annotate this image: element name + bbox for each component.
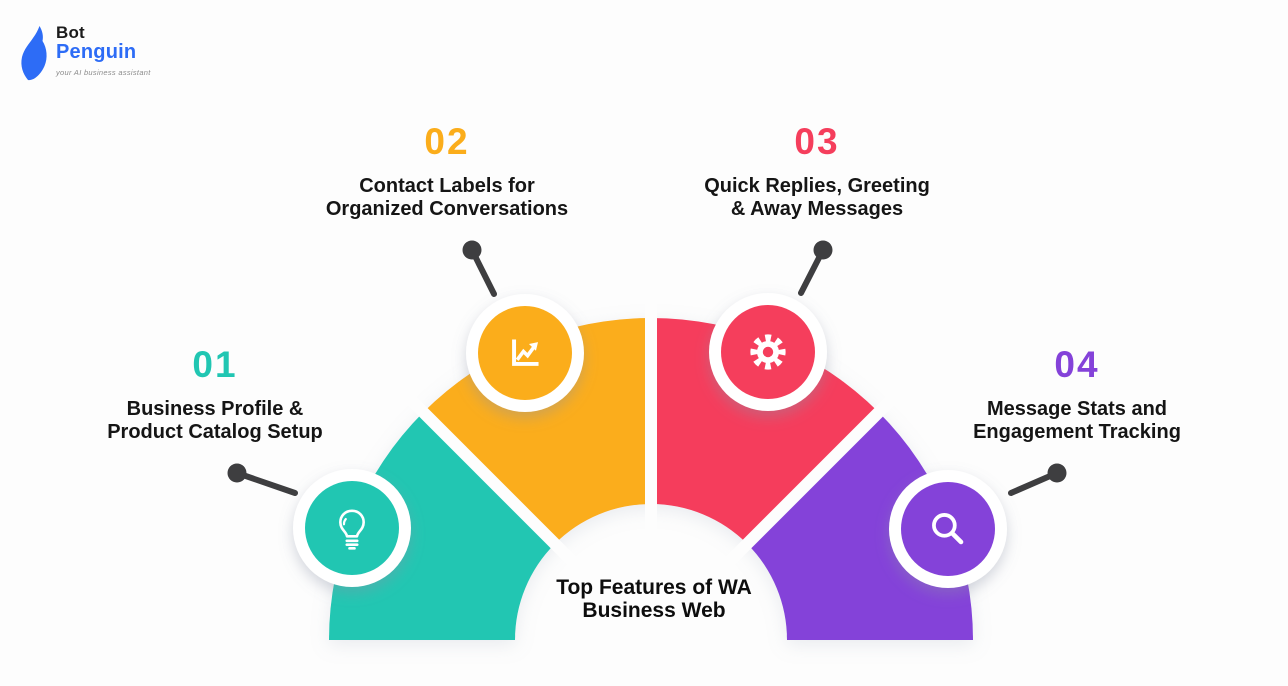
connectors-group (227, 240, 1067, 496)
logo-text-bot: Bot (56, 23, 85, 42)
penguin-icon (21, 26, 47, 81)
feature-step-04: 04 Message Stats and Engagement Tracking (917, 346, 1237, 444)
segment-04 (747, 412, 973, 640)
step-label-line: Product Catalog Setup (107, 421, 323, 443)
connector-dot (227, 463, 247, 483)
diagram-title-line: Business Web (582, 599, 726, 622)
logo-text-penguin: Penguin (56, 40, 137, 63)
gear-icon-badge (709, 293, 827, 411)
segment-gap (400, 389, 582, 571)
step-label-line: Engagement Tracking (973, 421, 1181, 443)
botpenguin-logo: Bot Penguin your AI business assistant (16, 24, 151, 82)
connector-dot (1047, 463, 1067, 483)
feature-step-02: 02 Contact Labels for Organized Conversa… (287, 123, 607, 221)
connector-line (234, 470, 298, 496)
step-number: 04 (1054, 344, 1100, 385)
logo-tagline: your AI business assistant (56, 67, 151, 77)
feature-step-03: 03 Quick Replies, Greeting & Away Messag… (657, 123, 977, 221)
step-label: Quick Replies, Greeting & Away Messages (657, 175, 977, 221)
step-number: 02 (424, 121, 470, 162)
segment-gap (720, 389, 902, 571)
gear-icon (754, 338, 782, 366)
logo-text: Bot Penguin your AI business assistant (56, 24, 151, 77)
step-label: Contact Labels for Organized Conversatio… (287, 175, 607, 221)
step-label-line: Organized Conversations (325, 198, 569, 220)
step-label-line: & Away Messages (730, 198, 904, 220)
step-label-line: Message Stats and (986, 398, 1168, 420)
diagram-title: Top Features of WA Business Web (504, 576, 804, 622)
badge-circle (305, 481, 399, 575)
step-label: Business Profile & Product Catalog Setup (55, 398, 375, 444)
connector-dot (813, 240, 833, 260)
badge-circle (901, 482, 995, 576)
segment-01 (329, 412, 555, 640)
line-chart-icon-badge (466, 294, 584, 412)
step-label: Message Stats and Engagement Tracking (917, 398, 1237, 444)
lightbulb-icon-badge (293, 469, 411, 587)
step-number: 03 (794, 121, 840, 162)
diagram-title-line: Top Features of WA (556, 576, 752, 599)
search-icon-badge (889, 470, 1007, 588)
step-label-line: Quick Replies, Greeting (704, 175, 930, 197)
step-label-line: Business Profile & (126, 398, 304, 420)
step-label-line: Contact Labels for (359, 175, 535, 197)
step-number: 01 (192, 344, 238, 385)
connector-dot (462, 240, 482, 260)
feature-step-01: 01 Business Profile & Product Catalog Se… (55, 346, 375, 444)
